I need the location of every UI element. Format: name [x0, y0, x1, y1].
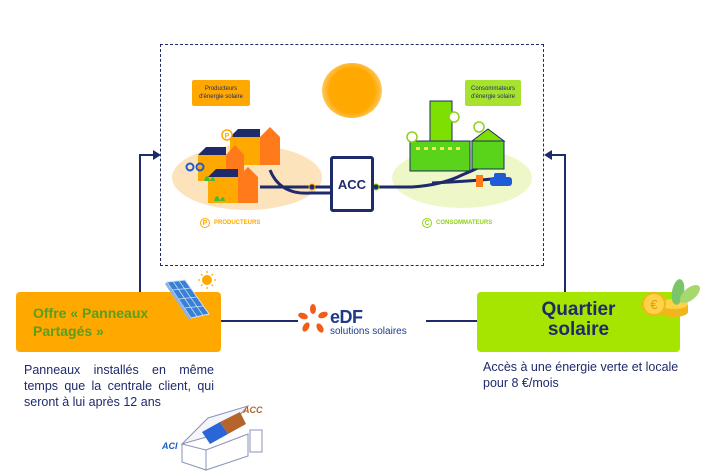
edf-brand: eDF [330, 307, 363, 327]
edf-subtitle: solutions solaires [330, 326, 407, 337]
producer-badge-icon: P [200, 218, 210, 228]
edf-logo-icon [298, 304, 328, 333]
connector-right-vertical [564, 155, 566, 292]
sun-icon [322, 63, 382, 118]
quartier-solaire-title: Quartier solaire [477, 300, 680, 340]
consumers-label-text: Consommateurs d'énergie solaire [470, 86, 515, 100]
consumer-buildings-illustration [372, 100, 512, 191]
legend-consumers: C CONSOMMATEURS [422, 218, 492, 228]
connector-bottom-right [426, 320, 477, 322]
connector-left-horizontal [139, 154, 155, 156]
svg-text:€: € [650, 297, 658, 312]
connector-right-horizontal [551, 154, 566, 156]
producers-label: Producteurs d'énergie solaire [192, 80, 250, 106]
quartier-solaire-title-line1: Quartier [541, 299, 616, 320]
house-label-aci: ACI [162, 441, 178, 451]
quartier-solaire-title-line2: solaire [547, 319, 610, 340]
acc-center-label: ACC [337, 176, 367, 192]
legend-producers: P PRODUCTEURS [200, 218, 260, 228]
arrow-right-icon [153, 150, 161, 160]
consumers-label: Consommateurs d'énergie solaire [465, 80, 521, 106]
producer-houses-illustration: P [185, 127, 330, 203]
house-aci-acc-illustration [180, 404, 263, 471]
connector-bottom-left [221, 320, 298, 322]
legend-producers-label: PRODUCTEURS [214, 220, 261, 226]
svg-text:P: P [225, 133, 230, 140]
acc-center-box: ACC [330, 156, 374, 212]
offer-panneaux-partages-description: Panneaux installés en même temps que la … [24, 363, 214, 409]
house-label-acc: ACC [243, 405, 263, 415]
coins-leaf-icon: € [642, 279, 700, 317]
offer-panneaux-partages-title: Offre « Panneaux Partagés » [33, 305, 149, 339]
producers-label-text: Producteurs d'énergie solaire [199, 86, 243, 100]
arrow-left-icon [544, 150, 552, 160]
quartier-solaire-description: Accès à une énergie verte et locale pour… [483, 360, 679, 390]
solar-panel-icon [165, 271, 216, 320]
connector-left-vertical [139, 155, 141, 292]
consumer-badge-icon: C [422, 218, 432, 228]
legend-consumers-label: CONSOMMATEURS [436, 220, 493, 226]
